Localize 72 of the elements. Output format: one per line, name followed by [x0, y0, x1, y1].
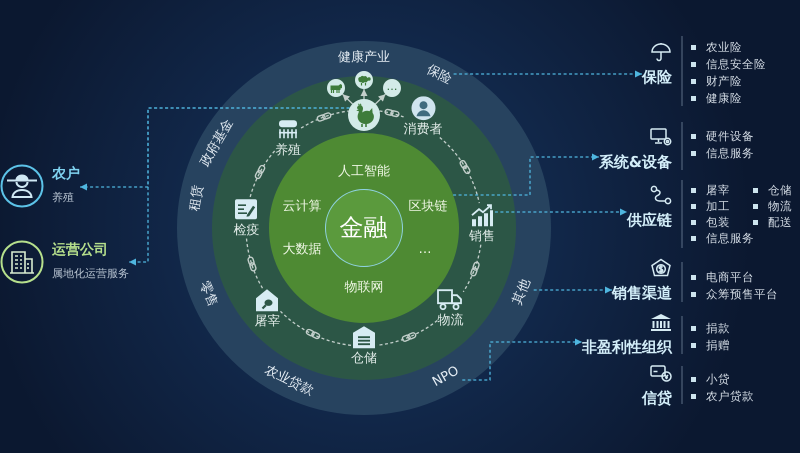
list-item: 健康险 — [688, 91, 742, 106]
stage-label: 养殖 — [275, 142, 302, 158]
ring-label: 租赁 — [186, 184, 207, 213]
group-subtitle: 养殖 — [52, 190, 75, 204]
more-bubble: … — [383, 79, 401, 97]
list-item: 仓储 — [750, 183, 792, 198]
arrow — [360, 89, 368, 99]
dashed-line — [300, 110, 349, 129]
category-title: 信贷 — [642, 389, 672, 407]
technology-label: 云计算 — [282, 199, 322, 215]
dashed-arrow — [129, 107, 350, 266]
sheep-icon — [355, 71, 373, 89]
list-item: 屠宰 — [688, 183, 730, 198]
list-item: 捐赠 — [688, 338, 730, 353]
list-item: 农户贷款 — [688, 389, 754, 404]
list-item: 硬件设备 — [688, 129, 754, 144]
category-title: 销售渠道 — [612, 284, 672, 302]
list-item: 小贷 — [688, 372, 730, 387]
stage-label: 屠宰 — [254, 314, 280, 330]
list-item: 配送 — [750, 215, 792, 230]
group-title: 运营公司 — [52, 241, 109, 259]
dashed-arrow — [534, 286, 612, 294]
dashed-arrow — [494, 208, 627, 216]
stage-label: 销售 — [468, 229, 495, 245]
dashed-line — [246, 238, 264, 288]
ring-label: 保险 — [423, 62, 454, 88]
stage-label: 消费者 — [404, 122, 443, 138]
dashed-line — [280, 310, 352, 346]
list-item: 信息服务 — [688, 146, 754, 161]
category-title: 非盈利性组织 — [582, 338, 672, 356]
category-title: 供应链 — [627, 211, 672, 229]
dashed-arrow — [453, 154, 599, 196]
list-item: 加工 — [688, 199, 730, 214]
list-item: 众筹预售平台 — [688, 287, 778, 302]
list-item: 电商平台 — [688, 270, 754, 285]
list-item: 包装 — [688, 215, 730, 230]
ring-label: 政府基金 — [197, 116, 237, 170]
arrow — [375, 94, 386, 104]
list-item: 财产险 — [688, 74, 742, 89]
category-title: 保险 — [642, 68, 672, 86]
dashed-arrow — [462, 338, 582, 381]
dashed-line — [250, 150, 276, 198]
cow-icon — [327, 79, 345, 97]
stage-label: 物流 — [437, 314, 464, 330]
list-item: 捐款 — [688, 321, 730, 336]
ring-label: NPO — [430, 363, 462, 390]
dashed-line — [439, 137, 480, 204]
dashed-line — [462, 244, 482, 292]
center-label: 金融 — [340, 213, 388, 242]
technology-label: 大数据 — [282, 242, 322, 258]
list-item: 信息服务 — [688, 231, 754, 246]
technology-label: 物联网 — [344, 280, 384, 296]
dashed-arrow — [454, 70, 642, 78]
ring-label: 零售 — [195, 279, 220, 310]
stage-label: 仓储 — [351, 351, 377, 367]
stage-label: 检疫 — [233, 222, 260, 238]
list-item: 物流 — [750, 199, 792, 214]
group-subtitle: 属地化运营服务 — [52, 266, 129, 280]
ring-label: 农业贷款 — [262, 362, 316, 400]
chicken-icon — [348, 99, 380, 131]
group-title: 农户 — [52, 164, 80, 183]
list-item: 农业险 — [688, 40, 742, 55]
dashed-line — [379, 110, 404, 118]
dashed-line — [376, 320, 438, 346]
ring-label: 其他 — [510, 276, 534, 307]
technology-label: … — [418, 242, 432, 258]
list-item: 信息安全险 — [688, 57, 766, 72]
category-title: 系统&设备 — [598, 153, 672, 171]
ring-label: 健康产业 — [338, 50, 390, 66]
technology-label: 人工智能 — [338, 164, 390, 180]
arrow — [342, 94, 353, 104]
technology-label: 区块链 — [408, 199, 448, 215]
